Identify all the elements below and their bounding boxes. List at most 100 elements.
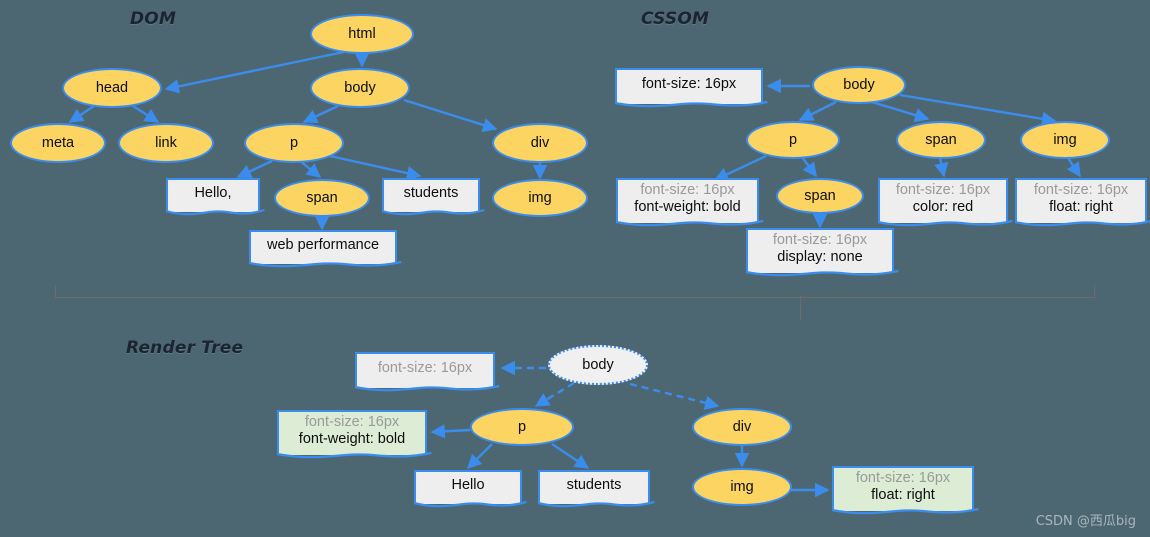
- render-node-r-img: img: [692, 468, 792, 506]
- cssom-node-c-span-label: span: [925, 132, 957, 148]
- cssom-node-c-span2-label: span: [804, 188, 836, 204]
- dom-node-span: span: [274, 179, 370, 217]
- cssom-box-cb-span2-line-0: font-size: 16px: [772, 231, 868, 248]
- cssom-box-cb-p-bottom-edge: [615, 219, 764, 227]
- render-edge-r-body-to-r-p: [534, 381, 575, 408]
- dom-edge-p-to-span: [299, 160, 322, 178]
- dom-edge-head-to-link: [132, 104, 160, 124]
- render-box-rb-hello: Hello: [413, 470, 527, 508]
- cssom-edge-c-body-to-c-span: [871, 100, 930, 123]
- dom-edge-p-to-students: [329, 154, 422, 181]
- divider-tick-left: [55, 285, 56, 298]
- render-box-rb-students: students: [537, 470, 655, 508]
- render-box-rb-students-line-0: students: [566, 476, 622, 493]
- cssom-node-c-img-label: img: [1053, 132, 1077, 148]
- render-box-rb-body-bottom-edge: [354, 384, 500, 392]
- render-box-rb-body: font-size: 16px: [354, 352, 500, 392]
- render-node-r-body-label: body: [582, 357, 614, 373]
- cssom-box-cb-span-line-1: color: red: [912, 199, 974, 215]
- dom-box-webperf-line-0: web performance: [266, 236, 380, 253]
- dom-node-div-label: div: [530, 135, 550, 151]
- cssom-edge-c-span-to-cb-span: [934, 157, 949, 178]
- render-node-r-body: body: [548, 345, 648, 385]
- dom-node-body-label: body: [344, 80, 376, 96]
- render-box-rb-p-line-0: font-size: 16px: [304, 413, 400, 430]
- section-title-cssom: CSSOM: [641, 9, 710, 29]
- cssom-edge-c-body-to-c-img: [899, 93, 1057, 126]
- dom-edge-head-to-meta: [68, 105, 95, 123]
- dom-box-webperf-bottom-edge: [248, 260, 402, 268]
- render-box-rb-img-line-1: float: right: [871, 487, 935, 503]
- cssom-box-cb-p-line-1: font-weight: bold: [634, 199, 741, 215]
- divider-tick-right: [1094, 285, 1095, 298]
- dom-box-students-line-0: students: [403, 184, 459, 201]
- cssom-node-c-p: p: [746, 121, 840, 159]
- cssom-box-cb-span2-bottom-edge: [745, 269, 899, 277]
- dom-node-link-label: link: [155, 135, 177, 151]
- section-divider: [55, 285, 1095, 320]
- render-box-rb-hello-bottom-edge: [413, 500, 527, 508]
- dom-node-div: div: [492, 123, 588, 163]
- dom-box-hello-line-0: Hello,: [194, 184, 232, 201]
- dom-edge-body-to-div: [403, 98, 498, 132]
- cssom-node-c-p-label: p: [788, 132, 798, 148]
- cssom-edge-c-p-to-cb-p: [713, 154, 767, 182]
- cssom-box-cb-span2-line-1: display: none: [777, 249, 863, 265]
- dom-box-students-bottom-edge: [381, 208, 485, 216]
- render-edge-r-p-to-rb-p: [430, 424, 471, 439]
- dom-box-students: students: [381, 178, 485, 216]
- dom-node-meta-label: meta: [41, 135, 75, 151]
- cssom-box-cb-p-line-0: font-size: 16px: [640, 181, 735, 198]
- cssom-box-cb-img-line-0: font-size: 16px: [1033, 181, 1129, 198]
- cssom-edge-c-img-to-cb-img: [1066, 157, 1081, 178]
- cssom-box-cb-body: font-size: 16px: [614, 68, 768, 108]
- divider-tick-center: [800, 296, 801, 320]
- render-node-r-div: div: [692, 408, 792, 446]
- dom-box-hello: Hello,: [165, 178, 265, 216]
- render-edge-r-p-to-rb-hello: [466, 443, 493, 470]
- dom-node-link: link: [118, 123, 214, 163]
- cssom-box-cb-img-line-1: float: right: [1049, 199, 1113, 215]
- cssom-node-c-span: span: [896, 121, 986, 159]
- cssom-box-cb-body-line-0: font-size: 16px: [641, 75, 737, 92]
- cssom-box-cb-body-bottom-edge: [614, 100, 768, 108]
- cssom-node-c-span2: span: [776, 178, 864, 214]
- dom-node-img-label: img: [528, 190, 552, 206]
- render-node-r-img-label: img: [730, 479, 754, 495]
- dom-edge-body-to-p: [302, 104, 339, 124]
- section-title-render-tree: Render Tree: [126, 338, 244, 358]
- cssom-node-c-img: img: [1020, 121, 1110, 159]
- dom-node-head-label: head: [95, 80, 129, 96]
- section-title-dom: DOM: [130, 9, 177, 29]
- render-node-r-p: p: [470, 408, 574, 446]
- render-node-r-div-label: div: [732, 419, 752, 435]
- watermark: CSDN @西瓜big: [1035, 514, 1136, 529]
- render-box-rb-students-bottom-edge: [537, 500, 655, 508]
- cssom-node-c-body: body: [812, 66, 906, 104]
- cssom-edge-c-body-to-c-p: [798, 100, 837, 122]
- dom-node-p-label: p: [289, 135, 299, 151]
- dom-node-html-label: html: [348, 26, 376, 42]
- dom-edge-p-to-hello: [236, 159, 273, 179]
- dom-node-meta: meta: [10, 123, 106, 163]
- render-box-rb-p-bottom-edge: [276, 451, 432, 459]
- dom-node-body: body: [310, 68, 410, 108]
- render-box-rb-hello-line-0: Hello: [451, 476, 485, 493]
- dom-node-img: img: [492, 179, 588, 217]
- render-edge-r-p-to-rb-students: [551, 443, 590, 469]
- render-box-rb-p-line-1: font-weight: bold: [298, 431, 406, 447]
- cssom-node-c-body-label: body: [843, 77, 875, 93]
- render-edge-r-body-to-r-div: [629, 382, 720, 410]
- cssom-edge-c-p-to-c-span2: [801, 156, 817, 178]
- dom-box-hello-bottom-edge: [165, 208, 265, 216]
- dom-box-webperf: web performance: [248, 230, 402, 268]
- render-box-rb-img-line-0: font-size: 16px: [855, 469, 951, 486]
- dom-node-p: p: [244, 123, 344, 163]
